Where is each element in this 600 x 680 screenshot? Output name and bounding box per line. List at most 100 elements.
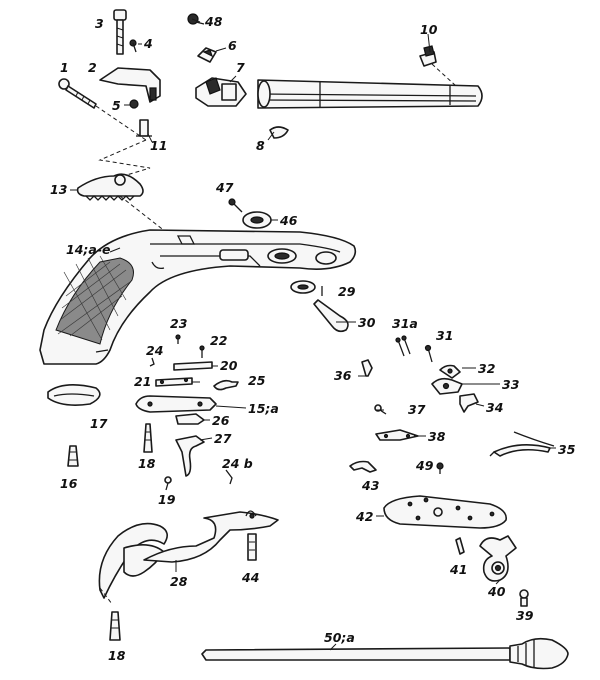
label-49: 49 — [415, 458, 434, 473]
screw-44 — [247, 533, 257, 561]
label-22: 22 — [210, 333, 227, 348]
spring-24b — [225, 469, 233, 485]
label-1: 1 — [60, 60, 69, 75]
label-15: 15;a — [248, 401, 279, 416]
pin-22 — [199, 345, 205, 358]
leader-lines — [70, 18, 556, 651]
label-8: 8 — [256, 138, 265, 153]
barrel — [257, 79, 483, 109]
pin-41 — [455, 537, 465, 555]
lock-plate-42 — [383, 495, 507, 529]
label-38: 38 — [428, 429, 446, 444]
label-27: 27 — [214, 431, 232, 446]
screw-47 — [228, 198, 243, 213]
pin-11 — [136, 119, 152, 137]
label-32: 32 — [478, 361, 495, 376]
ramrod — [201, 637, 569, 670]
label-21: 21 — [134, 374, 151, 389]
label-40: 40 — [487, 584, 506, 599]
label-29: 29 — [338, 284, 356, 299]
screw-49 — [436, 462, 444, 474]
label-36: 36 — [334, 368, 352, 383]
frizzen-32 — [439, 364, 461, 379]
front-sight — [419, 45, 457, 87]
label-10: 10 — [420, 22, 438, 37]
lock-bolt-30 — [313, 299, 349, 333]
label-25: 25 — [248, 373, 266, 388]
label-24: 24 — [146, 343, 163, 358]
label-20: 20 — [220, 358, 238, 373]
trigger-guard — [98, 510, 279, 605]
tang-screw-3 — [113, 9, 127, 55]
label-47: 47 — [215, 180, 234, 195]
bridle-38 — [375, 429, 419, 441]
barrel-breech-plug — [195, 77, 247, 107]
part-labels: 1 2 3 4 5 6 7 8 10 11 13 14;a-e 15;a 16 … — [50, 14, 576, 663]
label-23: 23 — [170, 316, 187, 331]
label-28: 28 — [170, 574, 188, 589]
label-44: 44 — [241, 570, 259, 585]
label-37: 37 — [408, 402, 426, 417]
escutcheon-13 — [76, 173, 167, 233]
label-41: 41 — [449, 562, 467, 577]
screw-48 — [187, 13, 205, 25]
label-3: 3 — [95, 16, 104, 31]
screw-5 — [129, 99, 139, 109]
label-11: 11 — [150, 138, 167, 153]
label-6: 6 — [228, 38, 237, 53]
screw-31 — [424, 344, 433, 363]
label-16: 16 — [60, 476, 78, 491]
inlay-29 — [290, 280, 323, 296]
label-46: 46 — [279, 213, 298, 228]
screw-23 — [175, 334, 181, 344]
sear-34 — [459, 393, 479, 413]
label-30: 30 — [358, 315, 376, 330]
label-19: 19 — [158, 492, 176, 507]
label-2: 2 — [88, 60, 97, 75]
label-43: 43 — [361, 478, 379, 493]
breech-tang-2 — [99, 67, 161, 103]
tumbler-33 — [431, 377, 463, 395]
label-18-lower: 18 — [108, 648, 126, 663]
barrel-pin-1 — [58, 78, 151, 181]
screw-19 — [164, 476, 172, 491]
screw-39 — [519, 589, 529, 607]
nipple-6 — [197, 47, 217, 63]
nose-cap-17 — [47, 384, 101, 406]
screw-18-lower — [109, 611, 121, 641]
spring-24 — [149, 357, 155, 367]
label-35: 35 — [558, 442, 576, 457]
label-14: 14;a-e — [66, 242, 111, 257]
barrel-wedge — [269, 126, 289, 139]
bar-20 — [173, 361, 213, 371]
screw-16 — [67, 445, 79, 467]
screw-4 — [129, 39, 137, 53]
part-26 — [175, 413, 205, 425]
screw-18-upper — [143, 423, 153, 453]
label-4: 4 — [143, 36, 153, 51]
bar-21 — [155, 377, 193, 387]
label-18-upper: 18 — [138, 456, 156, 471]
label-31: 31 — [436, 328, 453, 343]
trigger-27 — [175, 435, 205, 477]
screws-31a — [395, 335, 411, 357]
label-7: 7 — [236, 60, 245, 75]
stock — [39, 229, 357, 365]
label-17: 17 — [90, 416, 108, 431]
pin-36 — [361, 359, 373, 377]
label-50: 50;a — [324, 630, 355, 645]
side-plate-46 — [242, 211, 272, 229]
label-5: 5 — [112, 98, 121, 113]
trigger-plate-15 — [135, 395, 217, 413]
label-48: 48 — [204, 14, 223, 29]
label-24b: 24 b — [222, 456, 253, 471]
label-42: 42 — [355, 509, 373, 524]
spring-43 — [349, 460, 377, 473]
sear-25 — [213, 379, 239, 391]
label-26: 26 — [212, 413, 230, 428]
mainspring-35 — [489, 431, 555, 457]
label-39: 39 — [516, 608, 534, 623]
label-31a: 31a — [392, 316, 418, 331]
label-34: 34 — [486, 400, 503, 415]
